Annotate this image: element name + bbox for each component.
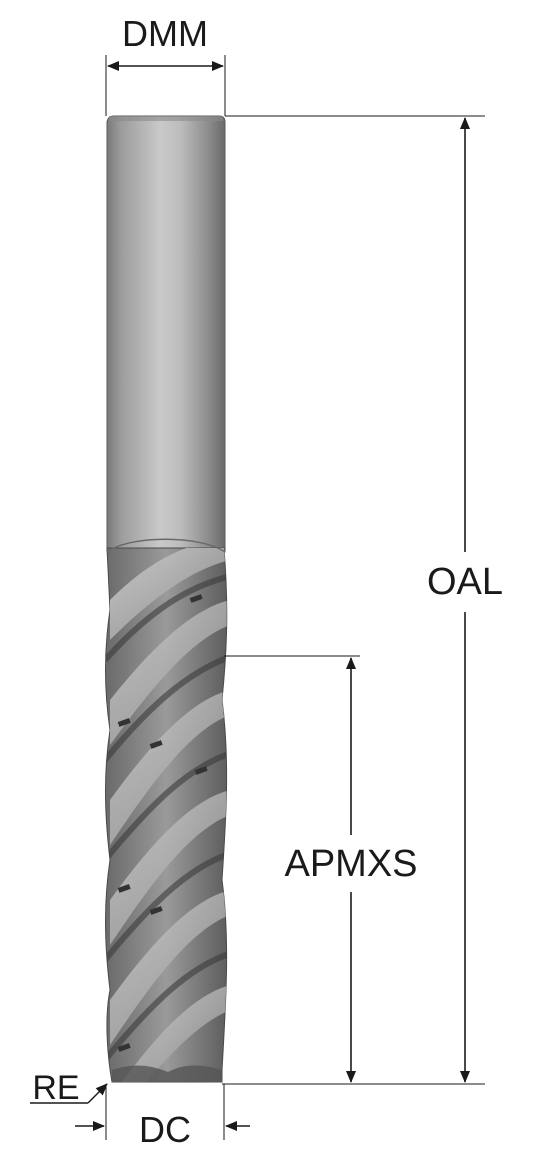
- dmm-label: DMM: [122, 13, 208, 54]
- re-leader: [87, 1083, 108, 1104]
- apmxs-label: APMXS: [284, 843, 417, 885]
- tool-shank: [106, 115, 226, 553]
- oal-label: OAL: [427, 561, 503, 603]
- shank-chamfer: [109, 116, 223, 121]
- end-mill-tool: [105, 115, 228, 1083]
- dc-label: DC: [139, 1109, 191, 1150]
- re-label: RE: [32, 1069, 79, 1107]
- dimension-lines: [30, 55, 485, 1140]
- tool-flutes: [105, 538, 228, 1083]
